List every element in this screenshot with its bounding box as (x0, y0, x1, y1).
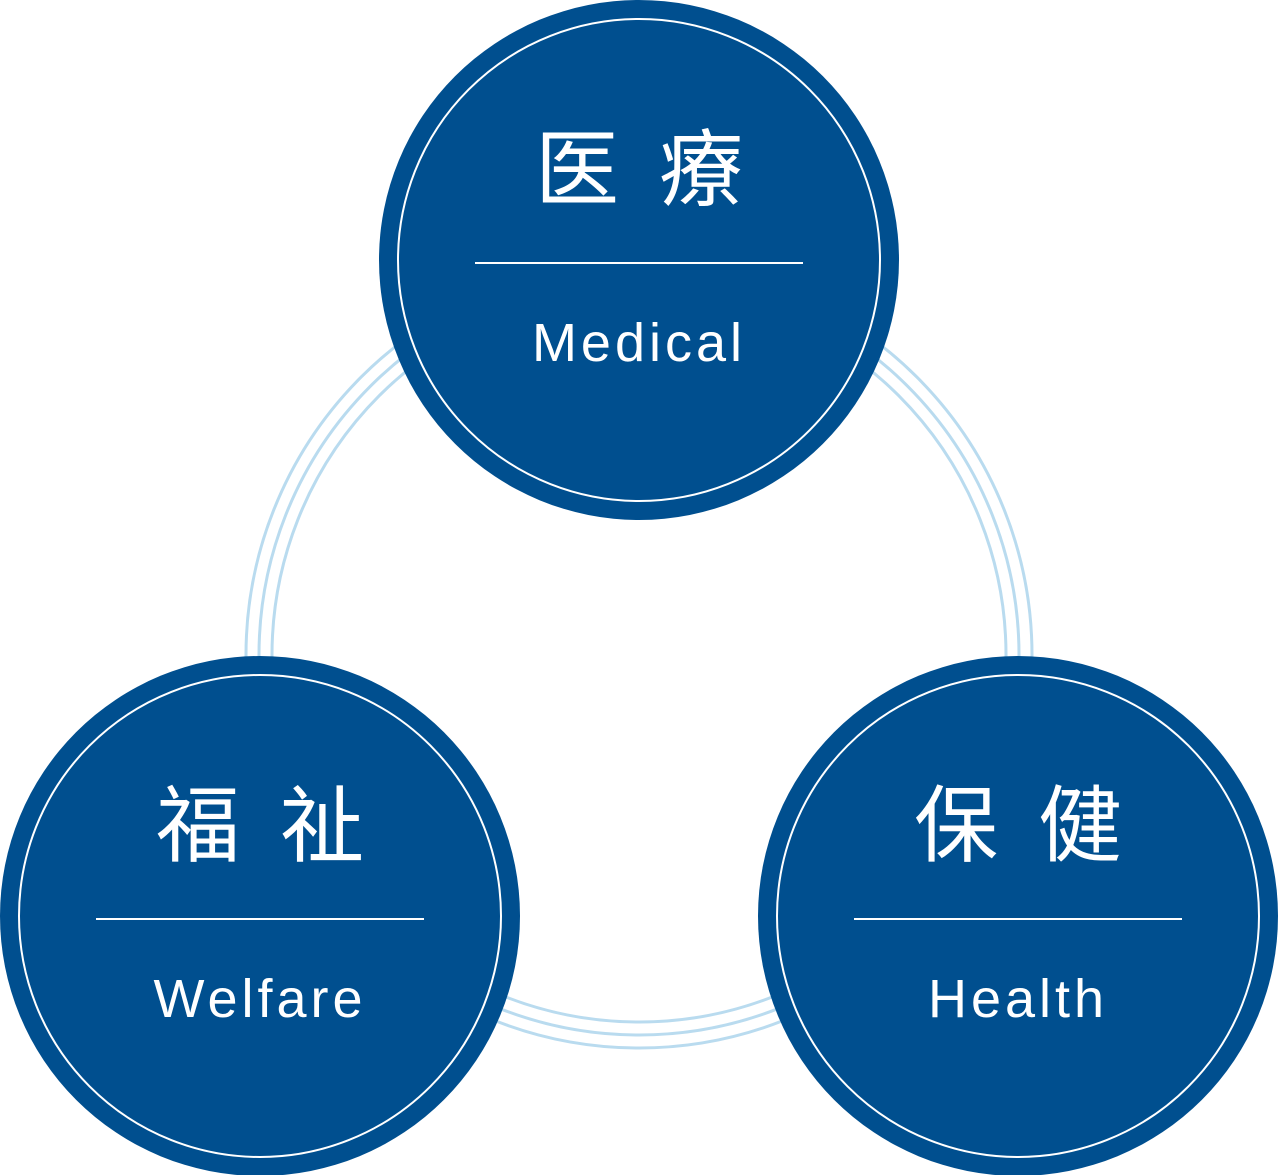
welfare-divider (96, 918, 424, 920)
medical-circle: 医療 Medical (379, 0, 899, 520)
health-inner-ring (776, 674, 1260, 1158)
medical-divider (475, 262, 803, 264)
welfare-kanji-label: 福祉 (155, 777, 404, 875)
health-kanji-label: 保健 (913, 777, 1162, 875)
health-english-label: Health (927, 969, 1109, 1029)
welfare-inner-ring (18, 674, 502, 1158)
medical-inner-ring (397, 18, 881, 502)
medical-english-label: Medical (531, 313, 747, 373)
medical-kanji-label: 医療 (534, 121, 783, 219)
health-circle: 保健 Health (758, 656, 1278, 1175)
welfare-english-label: Welfare (153, 969, 367, 1029)
welfare-circle: 福祉 Welfare (0, 656, 520, 1175)
health-divider (854, 918, 1182, 920)
